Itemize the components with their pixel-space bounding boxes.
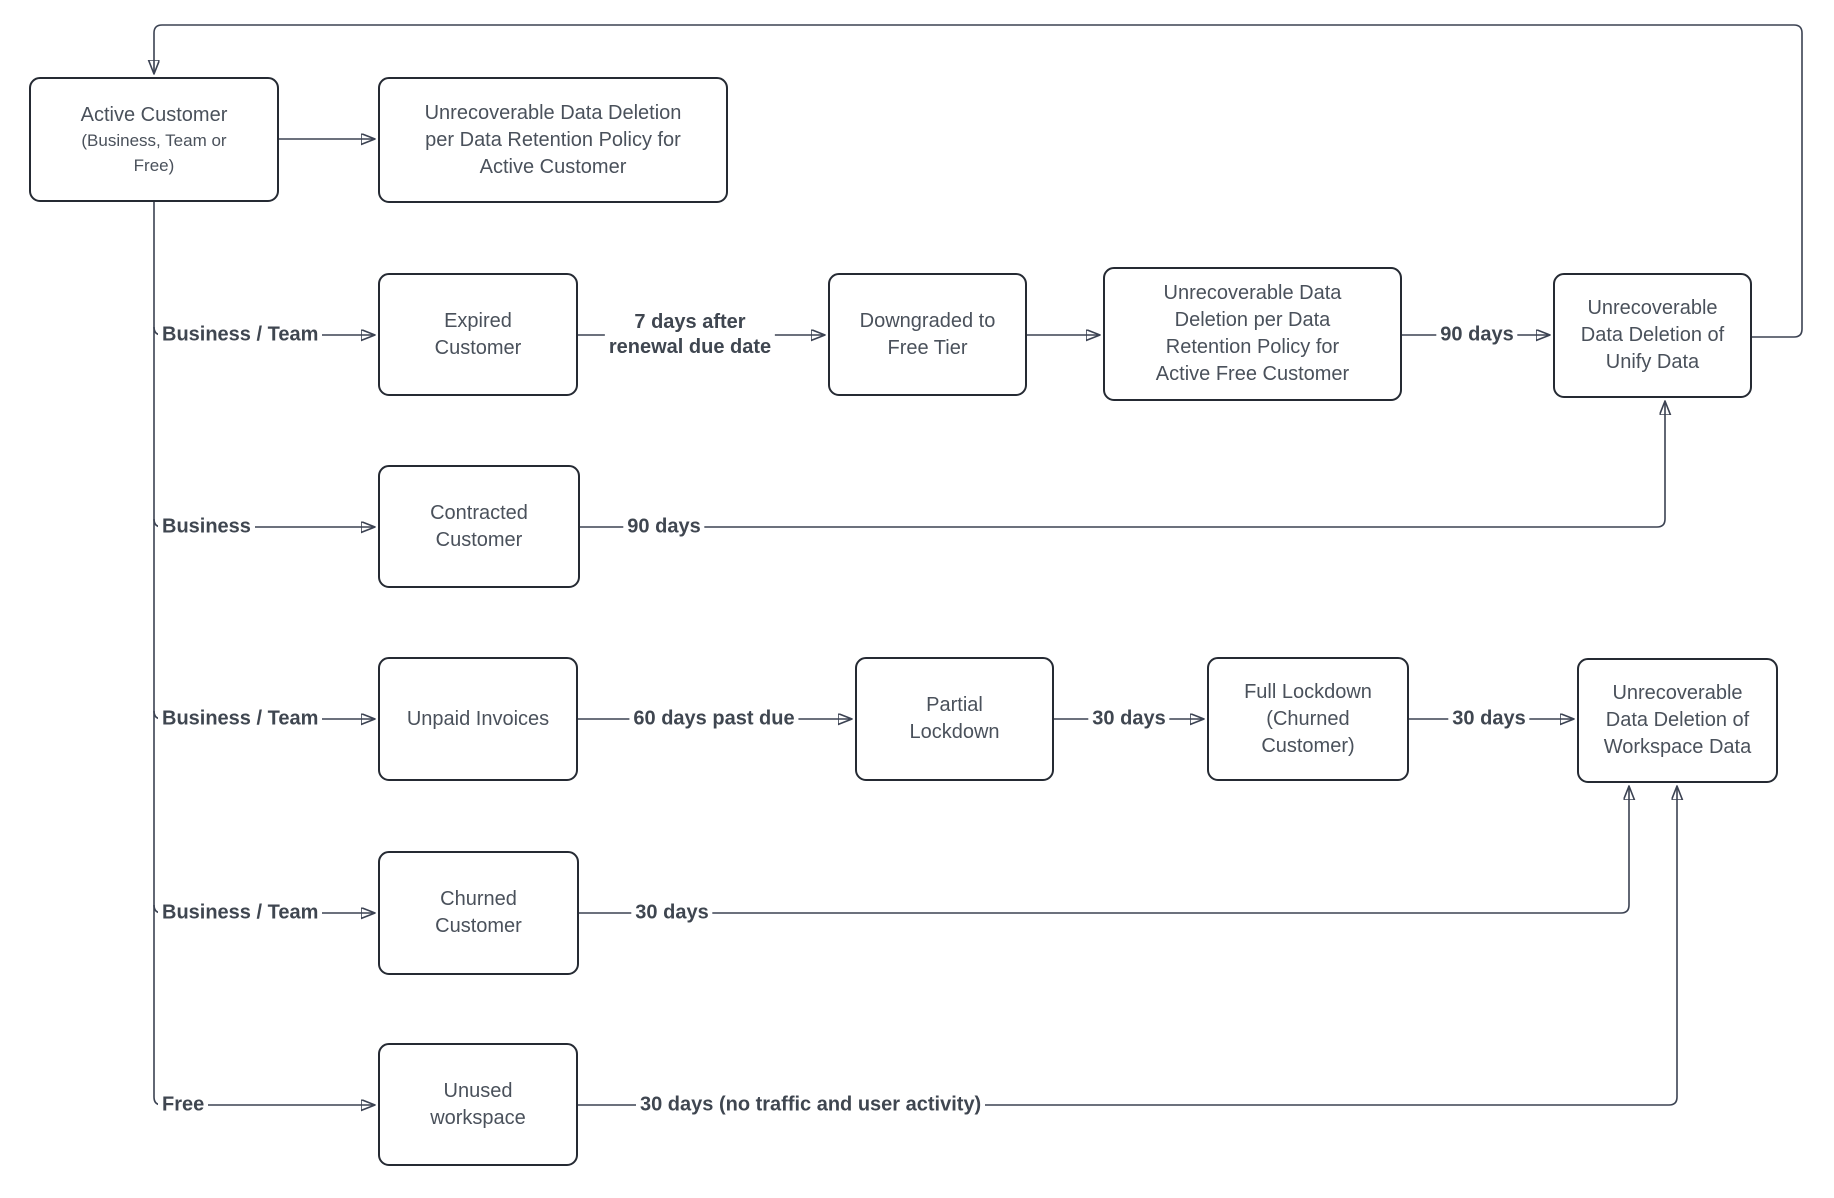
node-partial-lockdown-label: Partial Lockdown [909,694,1000,743]
edge-contracted-to-unify [580,402,1665,528]
node-deletion-active-free-customer-label: Unrecoverable Data Deletion per Data Ret… [1155,282,1350,385]
node-expired-customer: Expired Customer [378,273,578,396]
node-full-lockdown-label: Full Lockdown (Churned Customer) [1244,680,1372,757]
node-active-customer-title: Active Customer [80,103,228,126]
edge-label-business-team-row4: Business / Team [158,706,323,732]
edge-label-7-days-after-renewal: 7 days after renewal due date [604,310,776,360]
node-full-lockdown: Full Lockdown (Churned Customer) [1207,657,1409,781]
edge-label-30-days-full-to-workspace: 30 days [1448,706,1530,732]
edge-label-business-team-row2: Business / Team [158,322,323,348]
node-unpaid-invoices-label: Unpaid Invoices [406,707,550,730]
edge-label-90-days-row2: 90 days [1436,322,1518,348]
node-unused-workspace-label: Unused workspace [430,1079,526,1129]
node-downgraded-free-tier: Downgraded to Free Tier [828,273,1027,396]
node-deletion-active-customer: Unrecoverable Data Deletion per Data Ret… [378,77,728,203]
edge-unused-to-workspace [578,787,1677,1106]
node-downgraded-free-tier-label: Downgraded to Free Tier [859,309,996,359]
node-deletion-unify-data-label: Unrecoverable Data Deletion of Unify Dat… [1580,297,1725,373]
node-churned-customer-label: Churned Customer [435,888,522,937]
node-expired-customer-label: Expired Customer [434,309,522,359]
edge-label-30-days-row5: 30 days [631,900,713,926]
node-contracted-customer: Contracted Customer [378,465,580,588]
node-deletion-active-customer-label: Unrecoverable Data Deletion per Data Ret… [424,101,682,178]
node-active-customer: Active Customer (Business, Team or Free) [29,77,279,202]
node-contracted-customer-label: Contracted Customer [430,501,528,551]
node-deletion-unify-data: Unrecoverable Data Deletion of Unify Dat… [1553,273,1752,398]
node-deletion-workspace-data: Unrecoverable Data Deletion of Workspace… [1577,658,1778,783]
edge-label-60-days-past-due: 60 days past due [629,706,799,732]
node-unpaid-invoices: Unpaid Invoices [378,657,578,781]
edge-unify-feedback-loop [154,24,1803,338]
edge-label-business-row3: Business [158,514,255,540]
edge-label-free-row6: Free [158,1092,209,1118]
node-active-customer-subtitle: (Business, Team or Free) [81,130,227,175]
edge-label-90-days-row3: 90 days [623,514,705,540]
node-deletion-active-free-customer: Unrecoverable Data Deletion per Data Ret… [1103,267,1402,401]
edge-label-30-days-partial-to-full: 30 days [1088,706,1170,732]
edge-churned-to-workspace [579,787,1629,914]
node-deletion-workspace-data-label: Unrecoverable Data Deletion of Workspace… [1603,682,1752,758]
node-churned-customer: Churned Customer [378,851,579,975]
node-partial-lockdown: Partial Lockdown [855,657,1054,781]
edge-label-30-days-no-traffic: 30 days (no traffic and user activity) [636,1092,986,1118]
edge-label-business-team-row5: Business / Team [158,900,323,926]
node-unused-workspace: Unused workspace [378,1043,578,1166]
